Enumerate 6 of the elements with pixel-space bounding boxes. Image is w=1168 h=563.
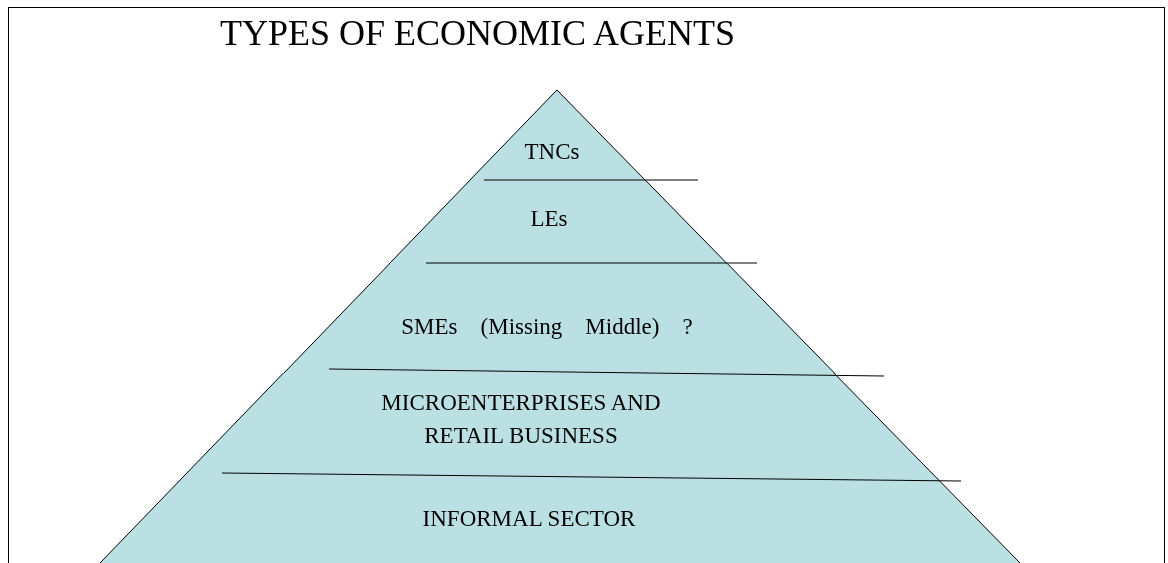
tier-label: INFORMAL SECTOR (421, 505, 637, 534)
tier-label: MICROENTERPRISES AND RETAIL BUSINESS (380, 388, 662, 450)
tier-label: LEs (529, 205, 569, 234)
tier-label: SMEs (Missing Middle) ? (400, 313, 694, 342)
title: TYPES OF ECONOMIC AGENTS (220, 12, 736, 54)
tier-label: TNCs (523, 138, 581, 167)
